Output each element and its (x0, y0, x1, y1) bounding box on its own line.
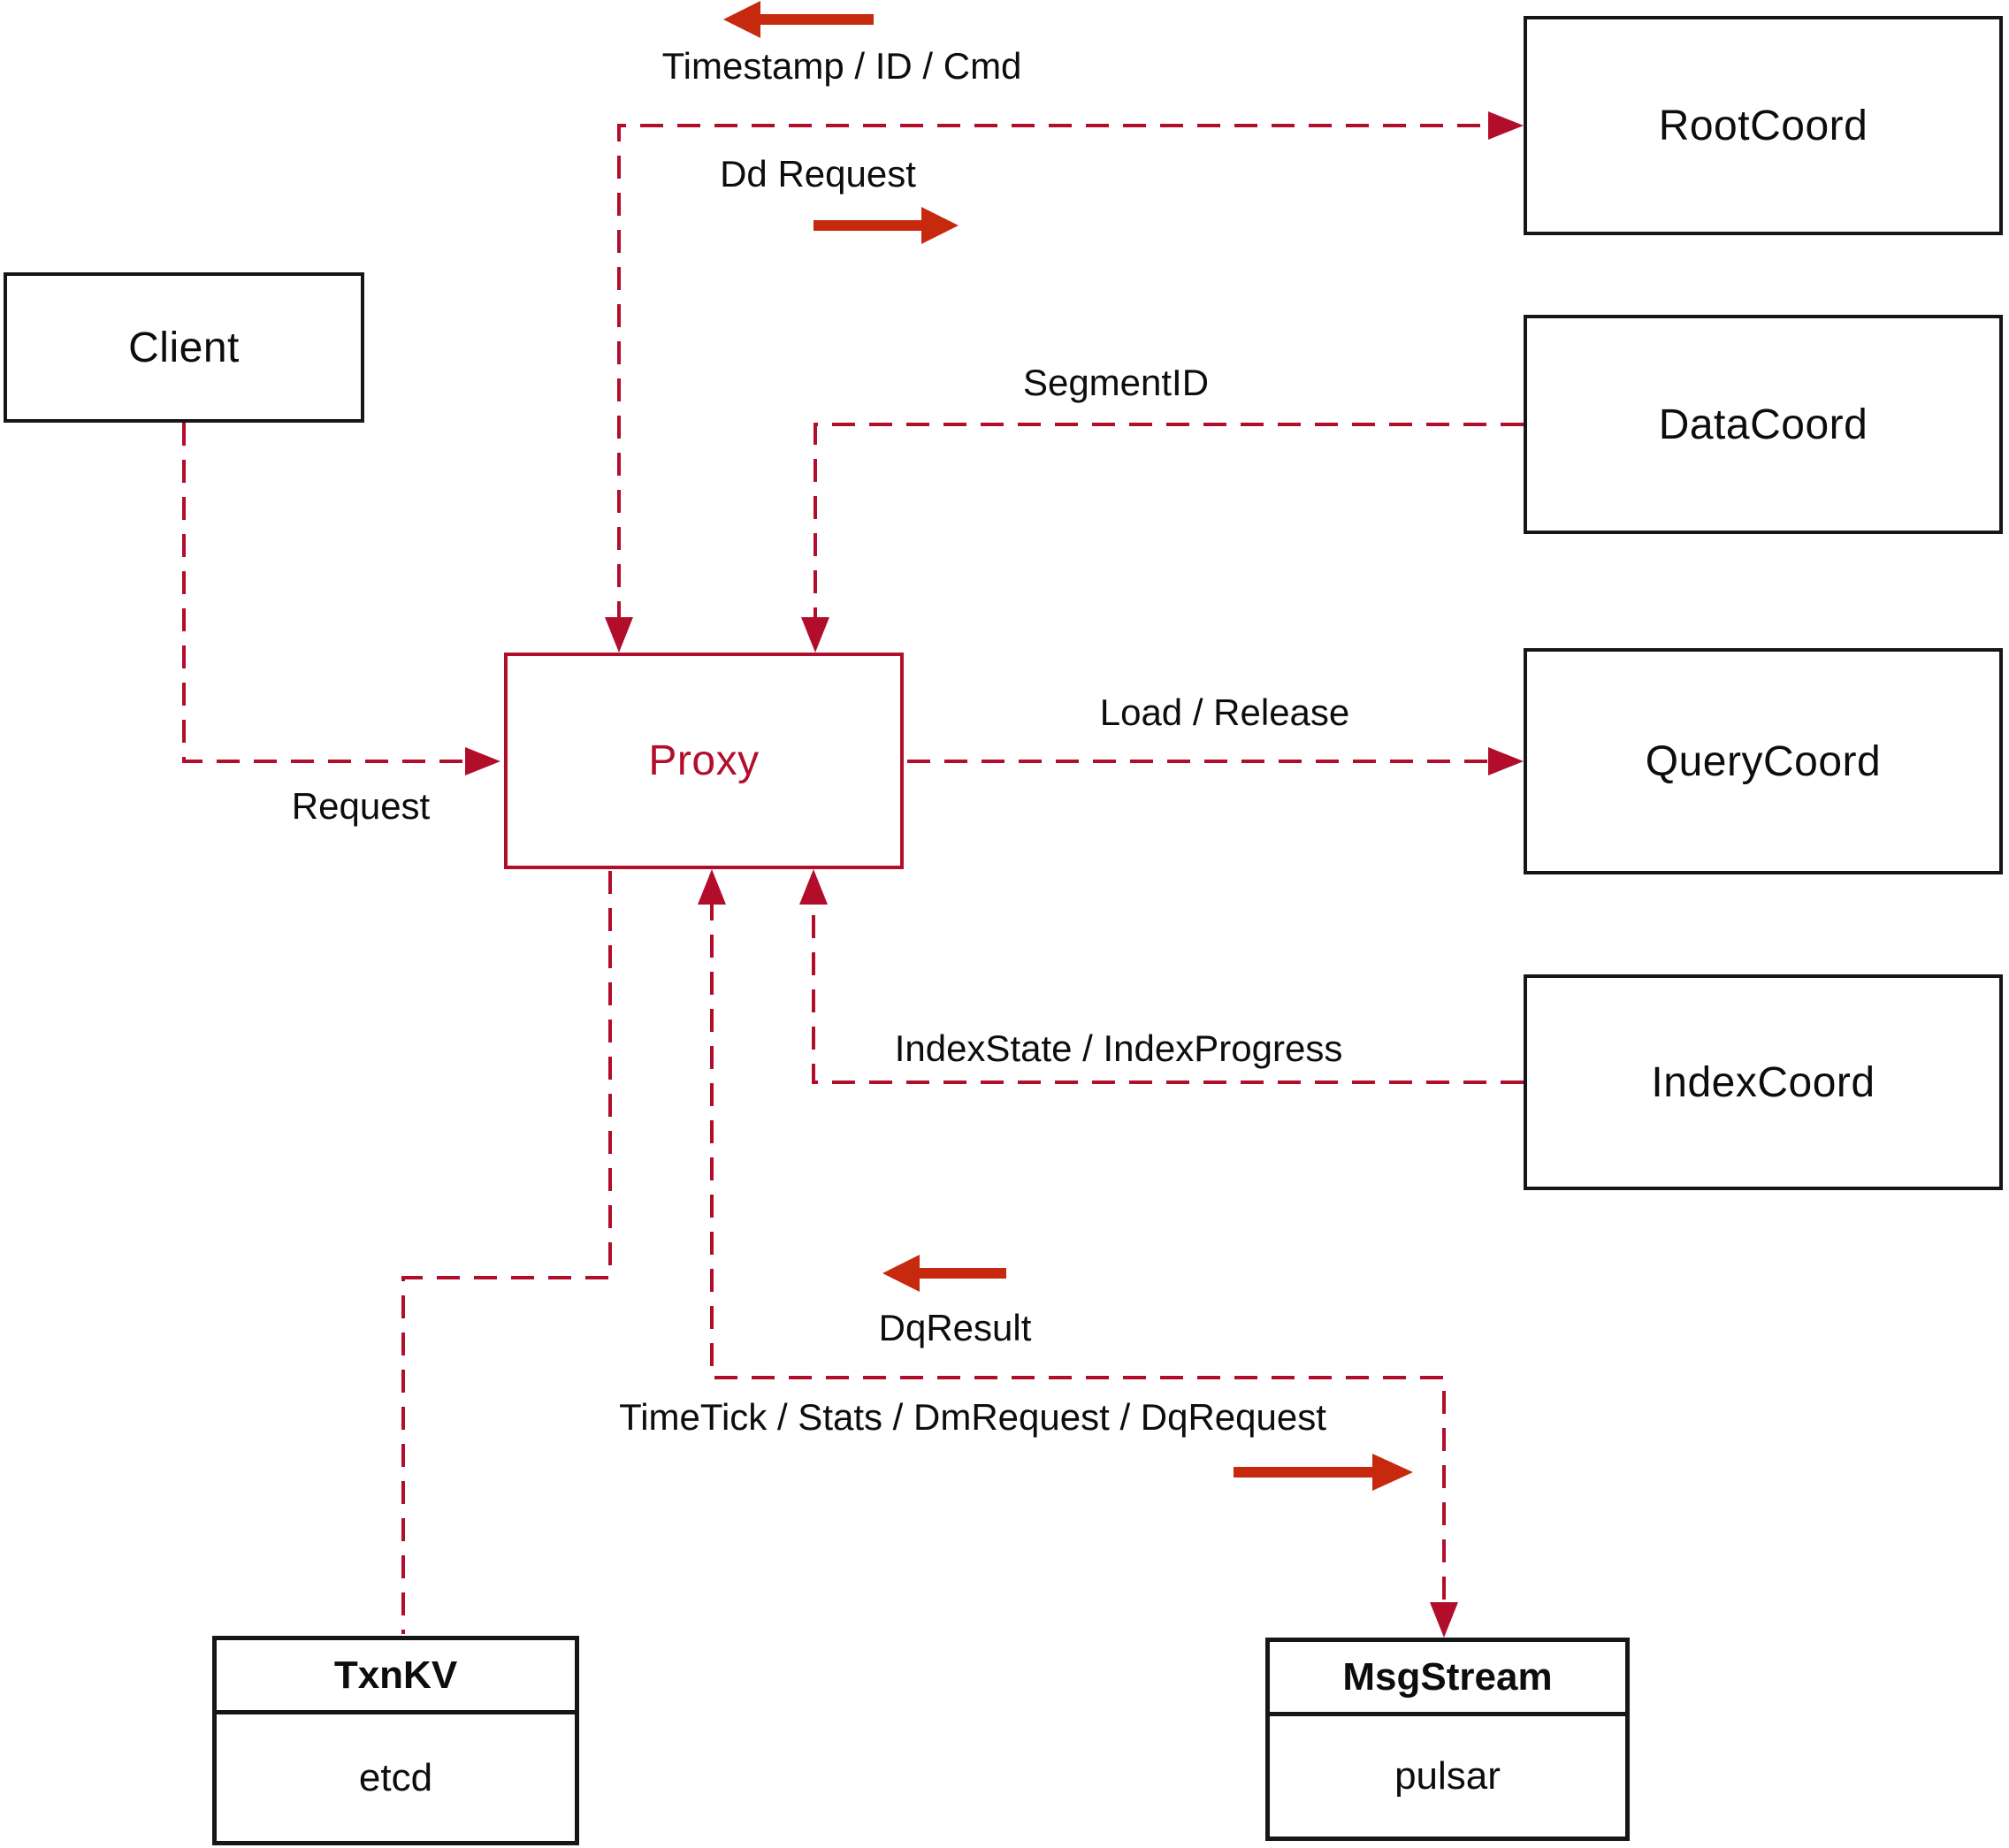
node-rootcoord: RootCoord (1524, 16, 2003, 235)
edge-label-dd-request: Dd Request (720, 153, 916, 195)
node-msgstream: MsgStream pulsar (1265, 1638, 1630, 1841)
arrow-right-icon (1234, 1454, 1413, 1491)
node-client: Client (4, 272, 364, 423)
edge-label-indexstate: IndexState / IndexProgress (894, 1027, 1343, 1069)
arrowhead-into-rootcoord (1488, 111, 1524, 140)
node-txnkv: TxnKV etcd (212, 1636, 579, 1845)
node-msgstream-impl: pulsar (1394, 1754, 1501, 1798)
edge-client-proxy (182, 423, 467, 763)
edge-label-timestamp-id-cmd: Timestamp / ID / Cmd (661, 45, 1022, 87)
node-client-label: Client (128, 324, 240, 371)
node-indexcoord-label: IndexCoord (1651, 1058, 1875, 1106)
arrow-left-icon (723, 1, 874, 38)
node-rootcoord-label: RootCoord (1658, 102, 1868, 149)
arrow-right-icon (814, 207, 959, 244)
arrowhead-into-msgstream (1430, 1602, 1458, 1638)
edge-label-load-release: Load / Release (1099, 691, 1350, 733)
edge-label-dqresult: DqResult (878, 1307, 1032, 1348)
arrowhead-into-proxy-bottom-right (799, 869, 828, 905)
node-txnkv-title: TxnKV (217, 1640, 575, 1714)
node-indexcoord: IndexCoord (1524, 974, 2003, 1190)
edge-label-timetick: TimeTick / Stats / DmRequest / DqRequest (619, 1396, 1326, 1438)
node-msgstream-title: MsgStream (1270, 1642, 1625, 1716)
node-proxy-label: Proxy (648, 737, 760, 784)
edge-proxy-txnkv (401, 871, 612, 1634)
node-querycoord: QueryCoord (1524, 648, 2003, 874)
node-txnkv-impl: etcd (358, 1755, 433, 1799)
arrow-left-icon (882, 1255, 1006, 1292)
node-querycoord-label: QueryCoord (1645, 737, 1882, 785)
arrowhead-into-proxy-top-left (605, 617, 633, 653)
arrowhead-into-proxy-top-right (801, 617, 829, 653)
edge-label-segmentid: SegmentID (1022, 362, 1210, 403)
arrowhead-into-querycoord (1488, 747, 1524, 775)
node-datacoord: DataCoord (1524, 315, 2003, 534)
edge-label-request: Request (291, 785, 431, 827)
node-datacoord-label: DataCoord (1658, 401, 1868, 448)
arrowhead-into-proxy-bottom-left (698, 869, 726, 905)
edge-indexcoord-proxy (812, 897, 1524, 1084)
edge-proxy-msgstream (710, 897, 1446, 1602)
edge-proxy-rootcoord (617, 124, 1488, 624)
node-proxy: Proxy (504, 653, 904, 869)
arrowhead-into-proxy-left (465, 747, 500, 775)
edge-datacoord-proxy (814, 423, 1524, 624)
